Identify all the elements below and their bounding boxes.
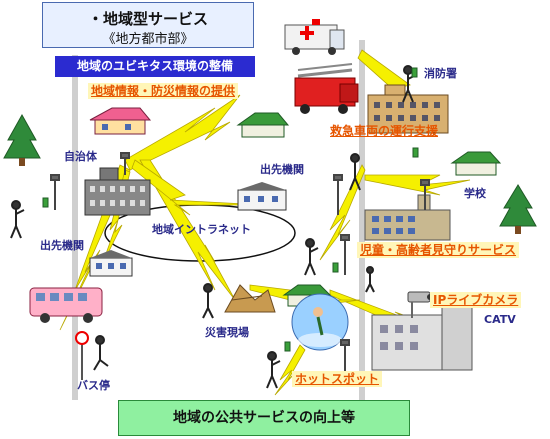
title-main: ・地域型サービス xyxy=(87,10,208,28)
person-hotspot-icon xyxy=(266,351,281,389)
label-regional-info: 地域情報・防災情報の提供 xyxy=(88,83,239,99)
label-disaster-site: 災害現場 xyxy=(205,326,249,339)
antenna-poles xyxy=(50,152,430,375)
bottom-banner: 地域の公共サービスの向上等 xyxy=(118,400,410,436)
title-box: ・地域型サービス 《地方都市部》 xyxy=(42,2,254,48)
catv-building-icon xyxy=(371,299,473,371)
tree-left-icon xyxy=(3,113,41,166)
person-disaster-icon xyxy=(202,283,214,319)
title-sub: 《地方都市部》 xyxy=(102,32,194,47)
person-mid-icon xyxy=(349,153,361,191)
label-elderly-watch: 児童・高齢者見守りサービス xyxy=(357,242,520,258)
label-bus-stop: バス停 xyxy=(77,379,110,392)
label-school: 学校 xyxy=(464,187,486,200)
label-emergency-support: 救急車両の運行支援 xyxy=(330,124,439,138)
label-fire-station: 消防署 xyxy=(424,67,457,80)
tree-right-icon xyxy=(499,184,537,234)
ip-camera-icon xyxy=(407,291,433,318)
school-building-icon xyxy=(364,194,451,241)
hotspot-scene-icon xyxy=(291,293,349,351)
mobile-phones xyxy=(42,67,419,352)
house-green-icon xyxy=(236,112,290,138)
disaster-debris-icon xyxy=(224,284,276,313)
label-catv: CATV xyxy=(484,313,516,326)
house-green-right-icon xyxy=(450,151,502,176)
branch-office-top-icon xyxy=(237,182,287,211)
label-branch-office-left: 出先機関 xyxy=(40,239,84,252)
bus-stop-sign-icon xyxy=(75,331,89,380)
fire-engine-icon xyxy=(294,63,359,114)
person-intranet-icon xyxy=(304,238,319,276)
person-child-icon xyxy=(365,266,375,293)
house-pink-icon xyxy=(89,107,152,135)
branch-office-left-icon xyxy=(89,250,133,277)
bus-icon xyxy=(29,287,103,323)
label-intranet: 地域イントラネット xyxy=(152,223,251,236)
label-ip-camera: IPライブカメラ xyxy=(430,292,522,308)
label-branch-office-top: 出先機関 xyxy=(260,163,304,176)
ambulance-icon xyxy=(284,19,345,55)
person-bus-stop-icon xyxy=(93,335,109,371)
label-municipality: 自治体 xyxy=(64,150,97,163)
ubiquitous-banner: 地域のユビキタス環境の整備 xyxy=(55,56,255,77)
city-hall-building-icon xyxy=(84,167,151,216)
person-left-icon xyxy=(10,200,25,239)
fire-station-building-icon xyxy=(367,84,449,134)
label-hotspot: ホットスポット xyxy=(292,371,383,387)
